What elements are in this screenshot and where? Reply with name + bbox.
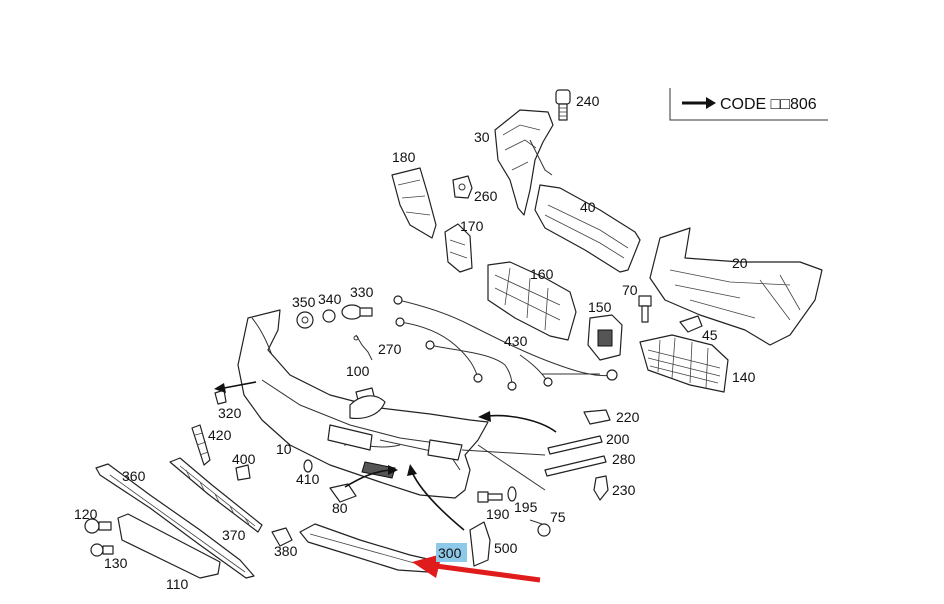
part-300-trim-strip bbox=[299, 523, 433, 573]
callout-300: 300 bbox=[438, 545, 462, 561]
callout-200: 200 bbox=[606, 431, 630, 447]
part-195-washer bbox=[507, 486, 517, 502]
part-150-housing bbox=[587, 314, 623, 361]
part-45-clip bbox=[679, 315, 703, 333]
callout-330: 330 bbox=[350, 284, 374, 300]
callout-80: 80 bbox=[332, 500, 348, 516]
part-110-plate bbox=[117, 513, 221, 579]
callout-190: 190 bbox=[486, 506, 510, 522]
callout-400: 400 bbox=[232, 451, 256, 467]
part-280-strip bbox=[544, 455, 607, 477]
callout-45: 45 bbox=[702, 327, 718, 343]
callout-160: 160 bbox=[530, 266, 554, 282]
callout-70: 70 bbox=[622, 282, 638, 298]
callout-320: 320 bbox=[218, 405, 242, 421]
callout-380: 380 bbox=[274, 543, 298, 559]
part-70-bolt bbox=[638, 295, 652, 323]
code-box-border bbox=[669, 88, 828, 121]
callout-110: 110 bbox=[166, 576, 189, 592]
callout-430: 430 bbox=[504, 333, 528, 349]
callout-270: 270 bbox=[378, 341, 402, 357]
part-340-sensor bbox=[322, 309, 336, 323]
assembly-arrows bbox=[214, 373, 600, 531]
callout-370: 370 bbox=[222, 527, 246, 543]
callout-30: 30 bbox=[474, 129, 490, 145]
callout-410: 410 bbox=[296, 471, 320, 487]
part-170-bracket bbox=[444, 223, 473, 273]
part-400-clip bbox=[235, 464, 251, 481]
callout-260: 260 bbox=[474, 188, 498, 204]
part-260-clip bbox=[452, 175, 473, 199]
part-40-absorber bbox=[534, 184, 641, 273]
part-140-grille bbox=[639, 334, 729, 393]
part-130-screw bbox=[90, 543, 114, 557]
part-270-clip bbox=[353, 334, 373, 361]
callout-150: 150 bbox=[588, 299, 612, 315]
callout-40: 40 bbox=[580, 199, 596, 215]
part-350-sensor bbox=[296, 311, 314, 329]
part-410-grommet bbox=[303, 459, 313, 473]
code-box-text: CODE □□806 bbox=[720, 96, 817, 113]
callout-labels: 240 30 180 260 40 170 20 160 350 340 330… bbox=[74, 93, 756, 592]
part-370-grille bbox=[169, 457, 263, 533]
part-80-bracket bbox=[329, 483, 357, 503]
part-180-bracket bbox=[391, 167, 437, 239]
part-420-grille bbox=[191, 424, 211, 466]
callout-170: 170 bbox=[460, 218, 484, 234]
part-220-bracket bbox=[583, 409, 611, 425]
part-10-bumper-cover bbox=[237, 309, 489, 499]
callout-340: 340 bbox=[318, 291, 342, 307]
callout-360: 360 bbox=[122, 468, 146, 484]
part-240-bolt bbox=[555, 89, 571, 121]
part-20-bracket bbox=[649, 227, 823, 346]
part-75-clip bbox=[529, 519, 551, 537]
callout-280: 280 bbox=[612, 451, 636, 467]
callout-120: 120 bbox=[74, 506, 98, 522]
callout-180: 180 bbox=[392, 149, 416, 165]
callout-10: 10 bbox=[276, 441, 292, 457]
callout-75: 75 bbox=[550, 509, 566, 525]
part-330-sensor bbox=[341, 304, 373, 320]
callout-500: 500 bbox=[494, 540, 518, 556]
callout-195: 195 bbox=[514, 499, 538, 515]
red-arrow-icon bbox=[412, 554, 541, 583]
part-230-clip bbox=[593, 475, 609, 501]
part-380-clip bbox=[271, 527, 293, 547]
code-box: CODE □□806 bbox=[669, 88, 828, 121]
leader-lines bbox=[461, 444, 546, 491]
callout-220: 220 bbox=[616, 409, 640, 425]
callout-100: 100 bbox=[346, 363, 370, 379]
callout-230: 230 bbox=[612, 482, 636, 498]
callout-350: 350 bbox=[292, 294, 316, 310]
part-430-harness bbox=[393, 295, 618, 391]
callout-140: 140 bbox=[732, 369, 756, 385]
callout-240: 240 bbox=[576, 93, 600, 109]
part-190-screw bbox=[477, 491, 503, 503]
part-160-absorber bbox=[487, 261, 577, 341]
callout-420: 420 bbox=[208, 427, 232, 443]
part-360-strip bbox=[95, 463, 255, 579]
arrow-right-icon bbox=[682, 97, 716, 109]
part-200-strip bbox=[547, 435, 603, 455]
callout-20: 20 bbox=[732, 255, 748, 271]
part-500-bracket bbox=[469, 521, 491, 567]
highlight-300 bbox=[436, 543, 467, 562]
part-120-screw bbox=[84, 518, 112, 534]
callout-130: 130 bbox=[104, 555, 128, 571]
part-30-bracket bbox=[494, 109, 554, 216]
